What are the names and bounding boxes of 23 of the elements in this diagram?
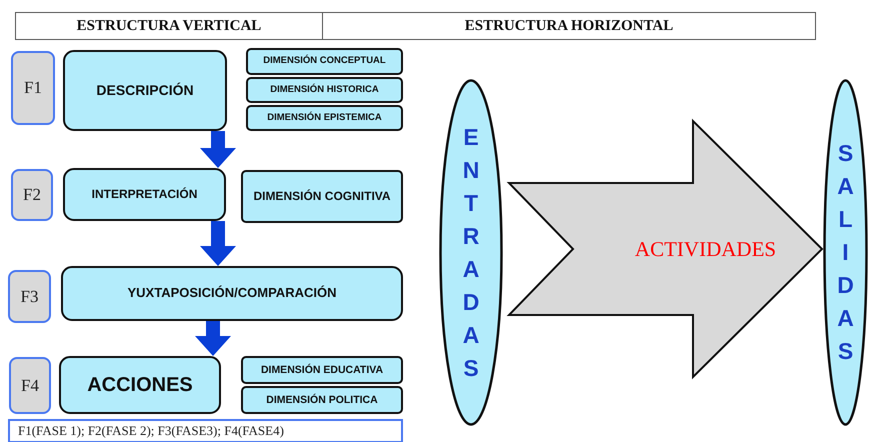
block-arrow-shape: ACTIVIDADES [508, 120, 823, 378]
phase-tab: F1 [11, 51, 55, 125]
phase-tab: F4 [9, 357, 51, 414]
dimension-box: DIMENSIÓN POLITICA [241, 386, 403, 414]
header-cell: ESTRUCTURA HORIZONTAL [322, 12, 816, 40]
process-box: INTERPRETACIÓN [63, 168, 226, 221]
ellipse-node: SALIDAS [823, 79, 868, 426]
down-arrow [200, 131, 236, 168]
dimension-box: DIMENSIÓN CONCEPTUAL [246, 48, 403, 75]
process-box: ACCIONES [59, 356, 221, 414]
note-box: F1(FASE 1); F2(FASE 2); F3(FASE3); F4(FASE4) [8, 419, 403, 442]
dimension-box: DIMENSIÓN EDUCATIVA [241, 356, 403, 384]
down-arrow [195, 321, 231, 356]
process-box: YUXTAPOSICIÓN/COMPARACIÓN [61, 266, 403, 321]
header-cell: ESTRUCTURA VERTICAL [15, 12, 323, 40]
phase-tab: F2 [11, 169, 53, 221]
ellipse-node: ENTRADAS [439, 79, 503, 426]
dimension-box: DIMENSIÓN EPISTEMICA [246, 105, 403, 131]
down-arrow [200, 221, 236, 266]
process-box: DESCRIPCIÓN [63, 50, 227, 131]
dimension-box: DIMENSIÓN COGNITIVA [241, 170, 403, 223]
phase-tab: F3 [8, 270, 51, 323]
dimension-box: DIMENSIÓN HISTORICA [246, 77, 403, 103]
